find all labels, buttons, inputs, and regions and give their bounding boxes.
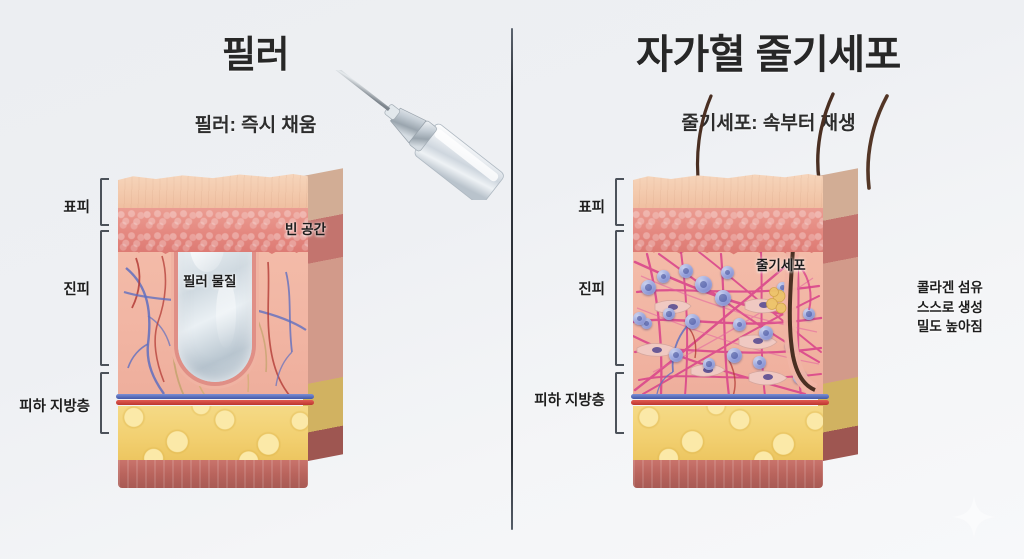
stem-cell-node <box>685 314 700 329</box>
epidermis-layer-left <box>118 208 308 252</box>
syringe-icon <box>330 70 504 200</box>
panel-subtitle-stemcell: 줄기세포: 속부터 재생 <box>681 113 856 134</box>
bracket-epidermis-left <box>100 178 109 226</box>
vein-left <box>116 394 314 399</box>
collagen-benefit-line-3: 밀도 높아짐 <box>917 319 983 335</box>
fibroblast-cells <box>636 298 788 386</box>
panel-stemcell: 자가혈 줄기세포 줄기세포: 속부터 재생 표피 진피 피하 지방층 <box>513 0 1024 559</box>
vein-right <box>631 394 829 399</box>
skin-surface-right <box>633 173 823 214</box>
fat-layer-right <box>633 406 823 462</box>
stem-cell-node <box>679 264 693 278</box>
stem-cell-node <box>695 276 712 293</box>
collagen-benefit-line-1: 콜라겐 섬유 <box>917 280 983 295</box>
layer-label-dermis-left: 진피 <box>63 282 90 298</box>
stem-cell-node <box>733 318 746 331</box>
sparkle-icon <box>953 496 995 538</box>
skin-surface-left <box>118 173 308 214</box>
bracket-hypodermis-right <box>615 372 624 434</box>
dermis-layer-right <box>633 252 823 398</box>
muscle-layer-right <box>633 460 823 488</box>
stem-cell-node <box>715 290 731 306</box>
stem-cell-node <box>633 312 646 325</box>
bracket-dermis-right <box>615 230 624 366</box>
bracket-dermis-left <box>100 230 109 366</box>
stem-cell-node <box>803 308 815 320</box>
layer-label-hypodermis-left: 피하 지방층 <box>19 399 90 415</box>
annotation-empty-space: 빈 공간 <box>285 222 327 237</box>
layer-label-hypodermis-right: 피하 지방층 <box>534 393 605 409</box>
filler-cavity-left <box>178 252 252 382</box>
filler-highlight <box>189 252 224 272</box>
hair-follicle <box>766 252 818 397</box>
stem-cell-node <box>727 348 742 363</box>
panel-divider <box>511 28 513 530</box>
skin-block-filler <box>116 168 343 488</box>
stem-cell-node <box>657 270 670 283</box>
bracket-epidermis-right <box>615 178 624 226</box>
epidermis-layer-right <box>633 208 823 252</box>
stem-cell-node <box>721 266 734 279</box>
layer-label-epidermis-right: 표피 <box>578 200 605 216</box>
layer-label-epidermis-left: 표피 <box>63 200 90 216</box>
muscle-layer-left <box>118 460 308 488</box>
bracket-hypodermis-left <box>100 372 109 434</box>
annotation-filler-material: 필러 물질 <box>183 274 237 289</box>
panel-subtitle-filler: 필러: 즉시 채움 <box>194 115 317 136</box>
stem-cell-node <box>759 326 773 340</box>
stem-cell-node <box>641 280 656 295</box>
skin-block-side-face-left <box>303 168 343 462</box>
annotation-stem-cell: 줄기세포 <box>756 258 806 273</box>
artery-left <box>116 400 314 405</box>
stem-cell-node <box>753 356 766 369</box>
skin-block-side-face-right <box>818 168 858 462</box>
annotation-collagen-benefit: 콜라겐 섬유 스스로 생성 밀도 높아짐 <box>917 278 983 337</box>
fat-layer-left <box>118 406 308 462</box>
filler-highlight-secondary <box>216 278 236 348</box>
panel-title-stemcell: 자가혈 줄기세포 <box>636 33 901 77</box>
collagen-benefit-line-2: 스스로 생성 <box>917 299 983 315</box>
stem-cell-node <box>669 348 683 362</box>
stem-cell-node <box>777 282 788 293</box>
dermis-layer-left <box>118 252 308 398</box>
skin-block-stemcell <box>631 168 858 488</box>
stem-cell-node <box>641 318 652 329</box>
layer-label-dermis-right: 진피 <box>578 282 605 298</box>
panel-title-filler: 필러 <box>221 34 290 75</box>
artery-right <box>631 400 829 405</box>
stem-cell-node <box>663 308 675 320</box>
panel-filler: 필러 필러: 즉시 채움 표피 진피 피하 지방층 <box>0 0 511 559</box>
stem-cell-node <box>703 358 715 370</box>
